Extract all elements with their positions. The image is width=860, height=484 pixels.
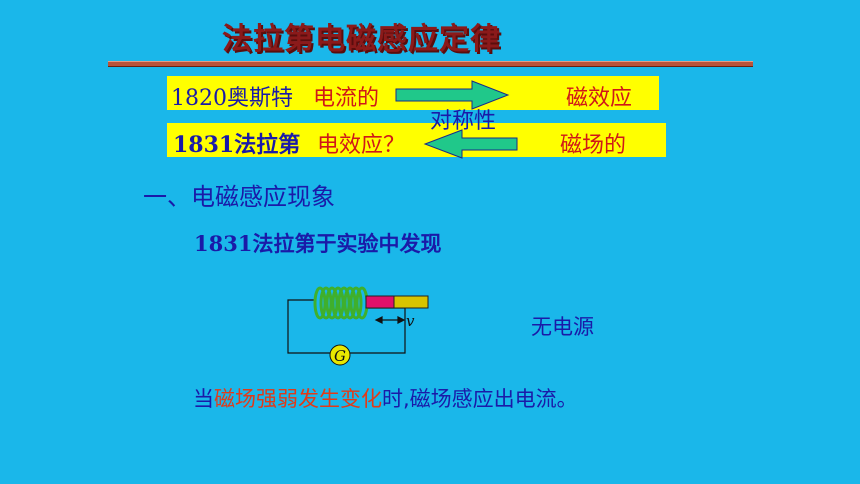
highlight-band-1831 xyxy=(167,123,666,157)
row2-year: 1831法拉第 xyxy=(173,132,301,158)
section-heading: 一、电磁感应现象 xyxy=(143,183,335,211)
left-arrow-icon xyxy=(423,129,518,159)
velocity-label: v xyxy=(406,312,415,330)
conclusion-part-3: 时,磁场感应出电流。 xyxy=(382,387,578,411)
discovery-text: 1831法拉第于实验中发现 xyxy=(194,231,442,256)
conclusion-part-2: 磁场强弱发生变化 xyxy=(214,387,382,411)
magnet-north-pole xyxy=(365,295,395,309)
title-underline xyxy=(108,61,753,67)
symmetry-label: 对称性 xyxy=(430,109,497,134)
row2-right: 磁场的 xyxy=(560,133,627,158)
right-arrow-icon xyxy=(395,80,510,110)
coil-icon xyxy=(313,286,369,320)
magnet-south-pole xyxy=(393,295,429,309)
row1-right: 磁效应 xyxy=(566,86,633,111)
row1-left: 电流的 xyxy=(313,86,380,111)
row1-year: 1820奥斯特 xyxy=(171,86,293,111)
galvanometer-label: G xyxy=(334,347,346,365)
no-power-source-label: 无电源 xyxy=(531,315,594,339)
velocity-arrow-icon xyxy=(374,316,406,324)
row2-left: 电效应？ xyxy=(317,133,406,158)
galvanometer-icon xyxy=(329,344,351,366)
conclusion-text: 当磁场强弱发生变化时,磁场感应出电流。 xyxy=(193,383,578,413)
page-title: 法拉第电磁感应定律 xyxy=(222,22,501,57)
conclusion-part-1: 当 xyxy=(193,387,214,411)
